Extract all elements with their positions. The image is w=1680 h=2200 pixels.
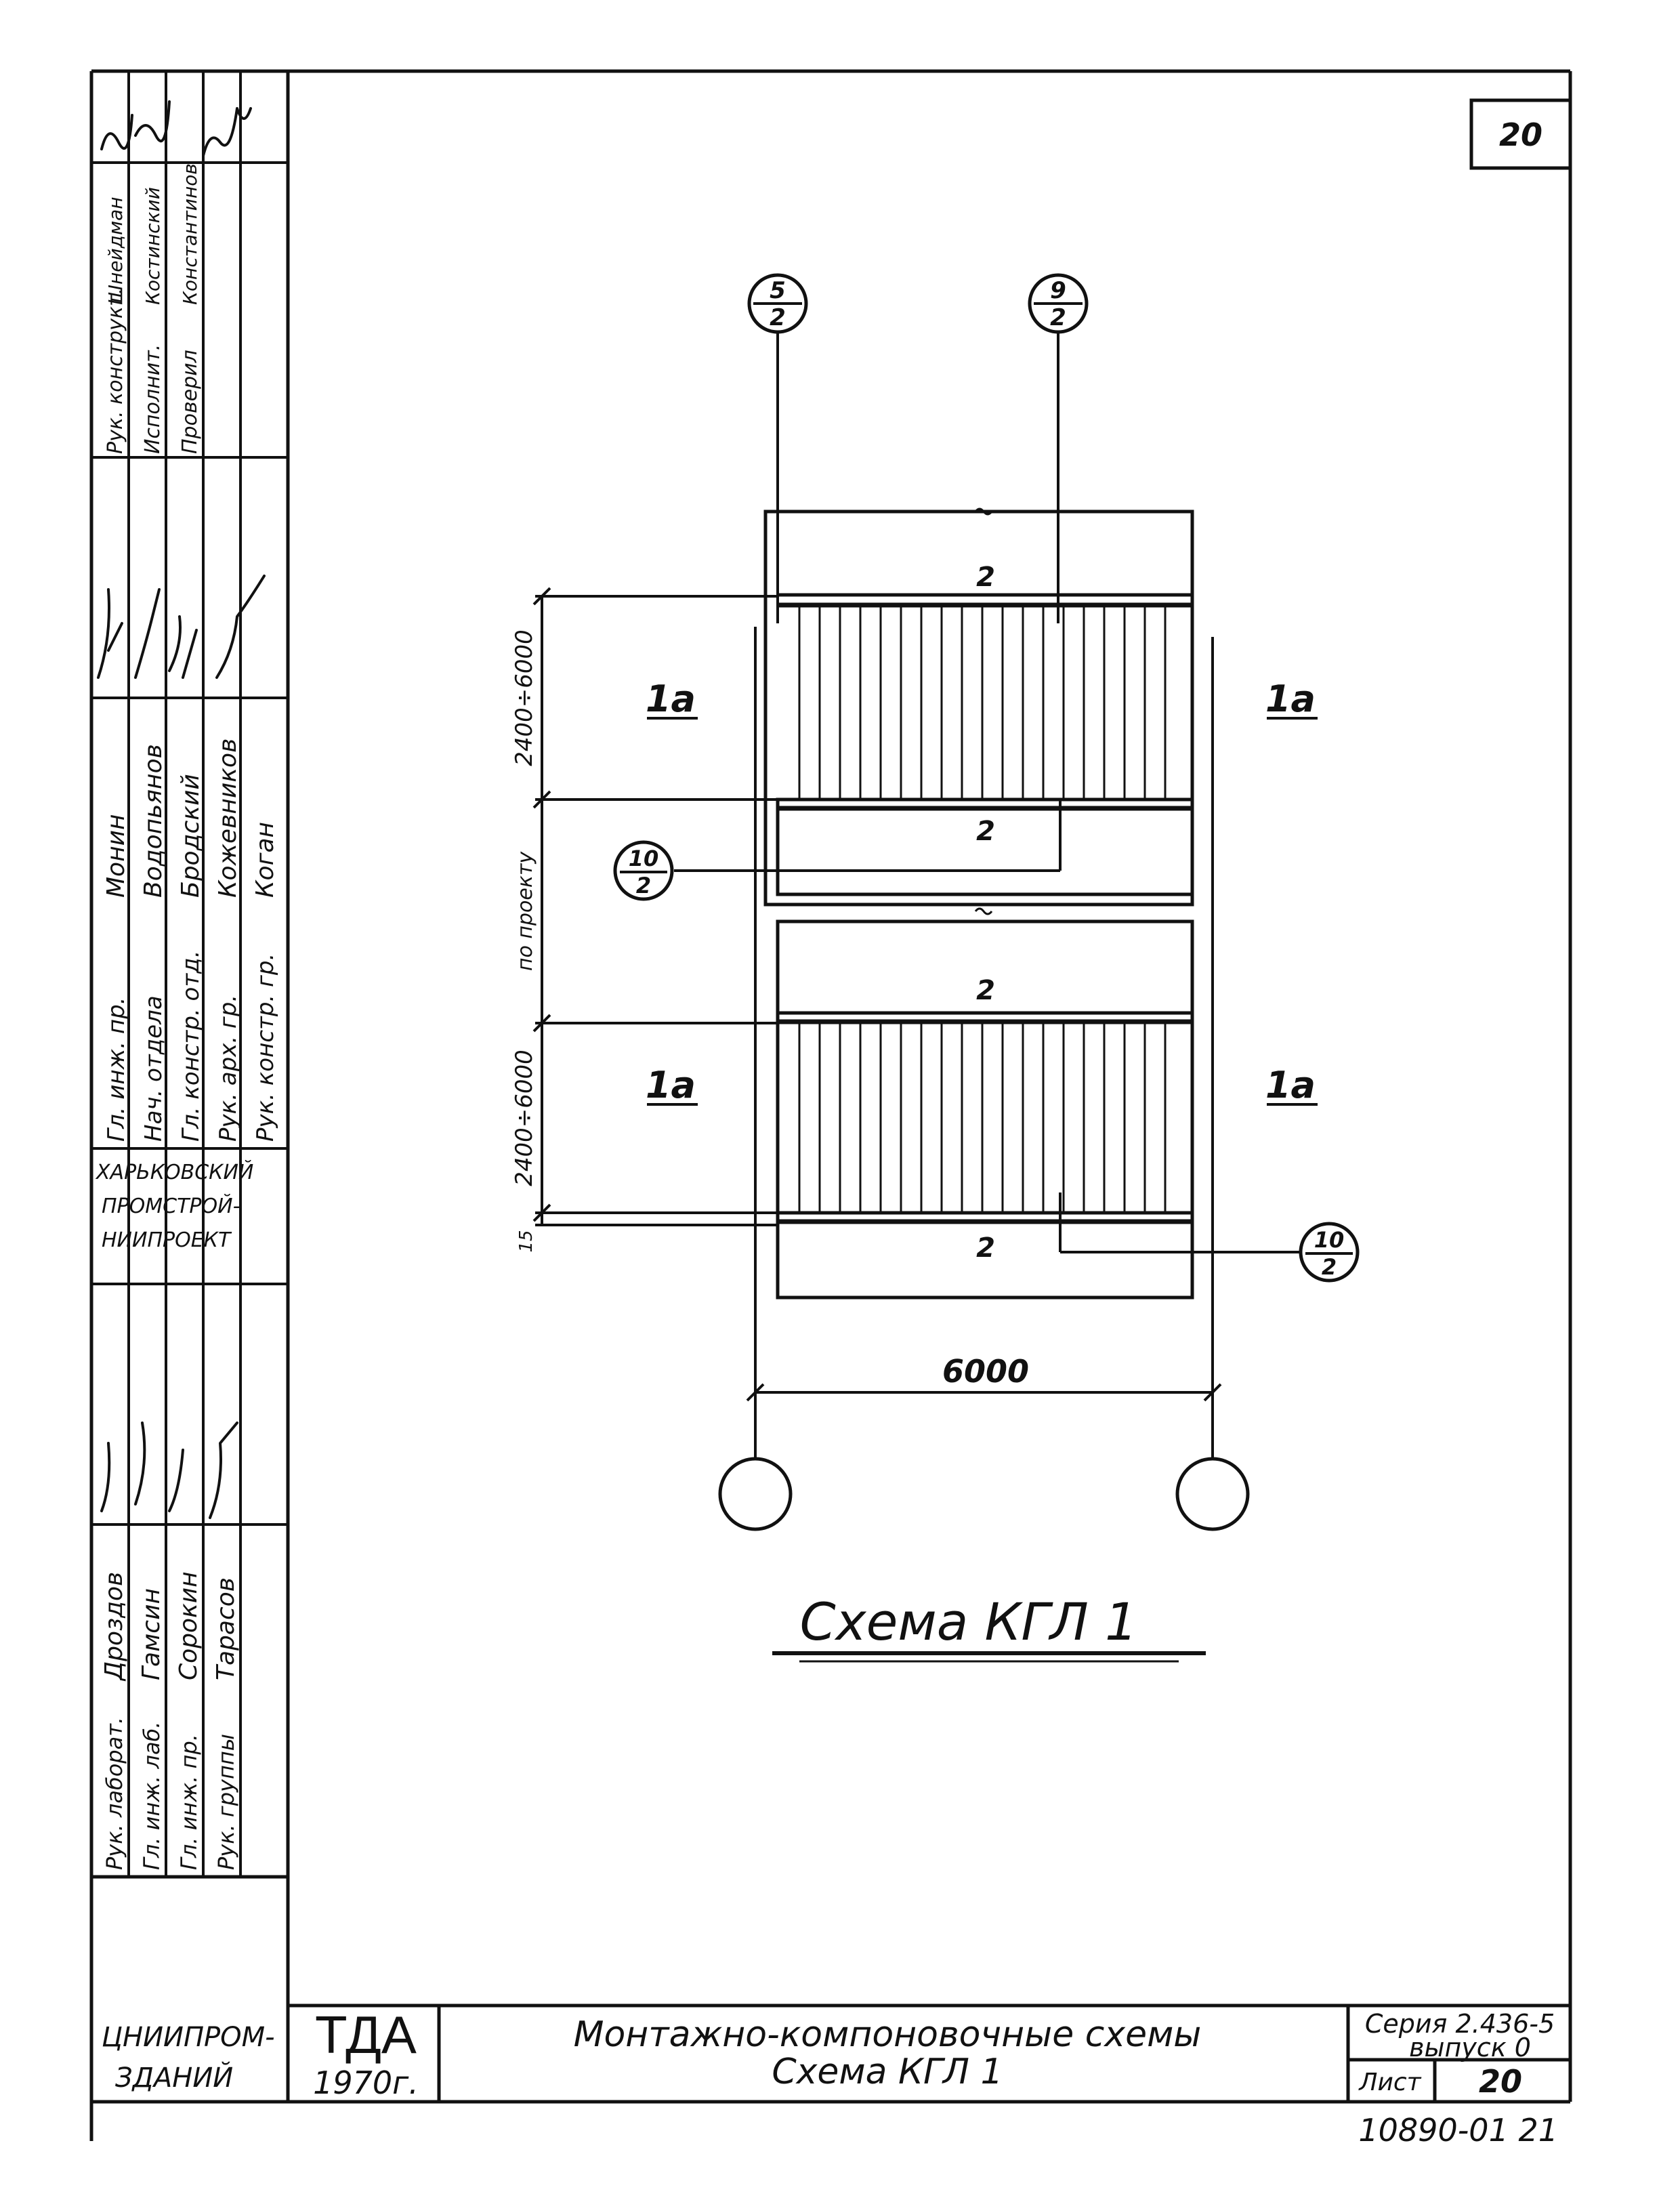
dim-lower: 2400÷6000 bbox=[511, 1050, 538, 1186]
stamp-name-3-2: Гамсин bbox=[138, 1588, 165, 1680]
stamp-name-1-2: Костинский bbox=[142, 187, 164, 305]
stamp-name-3-4: Тарасов bbox=[212, 1577, 240, 1680]
dim-upper: 2400÷6000 bbox=[511, 629, 538, 766]
callout-1-bottom: 2 bbox=[636, 873, 651, 898]
stamp-name-2-4: Кожевников bbox=[214, 739, 242, 898]
beam-label-4: 2 bbox=[976, 1232, 995, 1264]
panel-labels: 1а 1а 1а 1а bbox=[646, 678, 1318, 1106]
stamp-name-1-3: Константинов bbox=[179, 163, 201, 305]
stamp-name-2-5: Коган bbox=[251, 822, 279, 898]
main-title-line1: Монтажно-компоновочные схемы bbox=[574, 2014, 1202, 2055]
callout-2-top: 10 bbox=[1314, 1227, 1345, 1253]
panel-label-ur: 1а bbox=[1265, 678, 1316, 720]
beam-label-3: 2 bbox=[976, 975, 995, 1006]
tda-label: ТДА bbox=[315, 2005, 417, 2064]
stamp-name-3-3: Сорокин bbox=[175, 1571, 203, 1680]
axis-circle-left bbox=[718, 1457, 793, 1531]
stamp-role-3-3: Гл. инж. пр. bbox=[176, 1734, 202, 1870]
org-left-line2: ЗДАНИЙ bbox=[115, 2061, 233, 2094]
stamp-role-1-1: Рук. конструкт. bbox=[104, 288, 127, 454]
stamp-role-2-5: Рук. констр. гр. bbox=[252, 953, 279, 1142]
beam-label-2: 2 bbox=[976, 816, 995, 847]
panel-label-ul: 1а bbox=[646, 678, 696, 720]
dim-span: 6000 bbox=[942, 1353, 1029, 1390]
stamp-org-line3: НИИПРОЕКТ bbox=[102, 1228, 232, 1252]
stamp-org-line2: ПРОМСТРОЙ- bbox=[102, 1194, 240, 1218]
axis-marker-2-bottom: 2 bbox=[1050, 304, 1066, 331]
stamp-role-1-2: Исполнит. bbox=[141, 344, 165, 454]
stamp-role-2-4: Рук. арх. гр. bbox=[215, 995, 242, 1142]
vertical-dimensions bbox=[532, 587, 778, 1226]
year-label: 1970г. bbox=[313, 2064, 419, 2101]
axis-marker-2-top: 9 bbox=[1050, 277, 1066, 304]
callout-1-top: 10 bbox=[629, 846, 659, 871]
sheet-frame bbox=[89, 69, 1572, 2141]
upper-module bbox=[763, 507, 1194, 907]
stamp-name-3-1: Дроздов bbox=[100, 1572, 128, 1682]
scheme-drawing: 5 2 9 2 bbox=[511, 273, 1360, 1663]
panel-label-ll: 1а bbox=[646, 1064, 696, 1106]
ribs-upper bbox=[798, 606, 1167, 800]
stamp-name-2-3: Бродский bbox=[177, 774, 205, 898]
bottom-number: 10890-01 21 bbox=[1358, 2112, 1558, 2149]
signatures bbox=[97, 100, 266, 1519]
stamp-role-3-2: Гл. инж. лаб. bbox=[139, 1722, 165, 1870]
axis-marker-1-bottom: 2 bbox=[770, 304, 786, 331]
callout-2-bottom: 2 bbox=[1322, 1254, 1337, 1280]
stamp-name-1-1: Шнейдман bbox=[104, 196, 127, 305]
callout-1: 10 2 bbox=[613, 800, 1062, 901]
stamp-role-1-3: Проверил bbox=[178, 350, 202, 454]
axis-marker-2: 9 2 bbox=[1028, 273, 1089, 334]
stamp-role-2-3: Гл. констр. отд. bbox=[177, 951, 205, 1142]
stamp-name-2-2: Водопьянов bbox=[140, 744, 167, 898]
callout-2: 10 2 bbox=[1059, 1192, 1360, 1283]
sheet-label: Лист bbox=[1358, 2069, 1421, 2096]
panel-label-lr: 1а bbox=[1265, 1064, 1316, 1106]
dim-small: 15 bbox=[516, 1230, 537, 1252]
axis-marker-1-top: 5 bbox=[770, 277, 786, 304]
axis-marker-1: 5 2 bbox=[747, 273, 808, 334]
scheme-title: Схема КГЛ 1 bbox=[800, 1592, 1138, 1652]
beam-label-1: 2 bbox=[976, 562, 995, 593]
sheet-number: 20 bbox=[1479, 2063, 1522, 2100]
stamp-org-line1: ХАРЬКОВСКИЙ bbox=[95, 1160, 253, 1184]
stamp-role-3-4: Рук. группы bbox=[213, 1734, 239, 1870]
stamp-role-2-2: Нач. отдела bbox=[140, 995, 167, 1142]
corner-number-box: 20 bbox=[1469, 98, 1572, 170]
org-left-line1: ЦНИИПРОМ- bbox=[102, 2022, 275, 2053]
series-label: Серия 2.436-5 bbox=[1365, 2009, 1555, 2039]
main-title-line2: Схема КГЛ 1 bbox=[772, 2052, 1003, 2092]
title-block: ЦНИИПРОМ- ЗДАНИЙ ТДА 1970г. Монтажно-ком… bbox=[91, 1875, 1570, 2102]
ribs-lower bbox=[798, 1023, 1167, 1213]
span-dimension bbox=[746, 1383, 1222, 1402]
issue-label: выпуск 0 bbox=[1409, 2033, 1531, 2062]
axis-circle-right bbox=[1175, 1457, 1250, 1531]
stamp-name-2-1: Монин bbox=[102, 814, 130, 898]
corner-number: 20 bbox=[1499, 117, 1542, 153]
lower-module bbox=[776, 907, 1194, 1300]
stamp-role-2-1: Гл. инж. пр. bbox=[103, 997, 130, 1142]
side-stamp: Рук. конструкт. Исполнит. Проверил Шнейд… bbox=[91, 71, 288, 1878]
stamp-role-3-1: Рук. лаборат. bbox=[102, 1717, 127, 1870]
dim-middle: по проекту bbox=[513, 851, 537, 972]
